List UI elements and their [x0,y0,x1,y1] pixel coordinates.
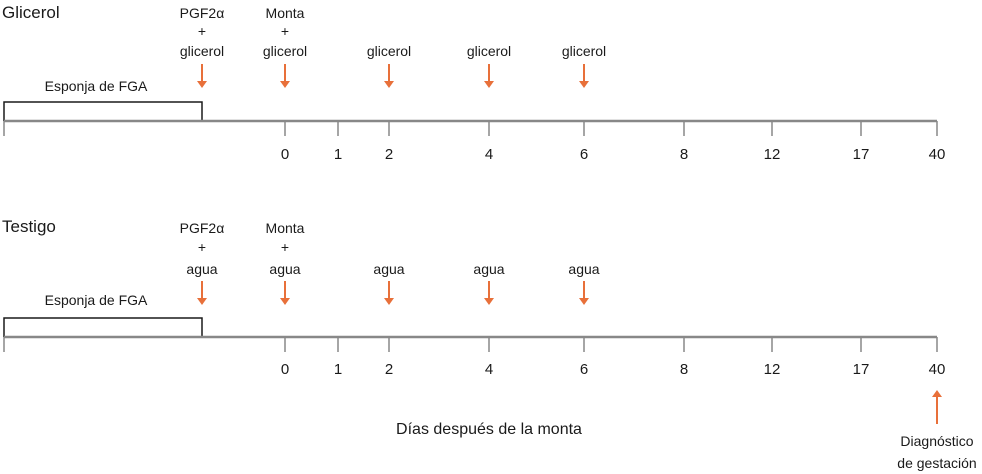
orange-down-arrow-icon [280,281,290,305]
tick-label: 4 [485,361,493,378]
tick-label: 0 [281,361,289,378]
event-label-line3: glicerol [467,43,511,59]
tick-label: 1 [334,361,342,378]
tick-label: 17 [853,146,870,163]
event-label-line2: + [198,239,206,255]
event-day-6: agua [568,261,600,305]
axis-title: Días después de la monta [396,421,582,438]
event-label-line3: glicerol [367,43,411,59]
event-label-line2: + [281,23,289,39]
event-label-line1: Monta [266,220,305,236]
tick-label: 12 [764,146,781,163]
event-day-4: glicerol [467,43,511,88]
tick-labels: 0 1 2 4 6 8 12 17 40 [281,361,946,378]
event-label-line3: agua [568,261,599,277]
arrow-head [579,298,589,305]
arrow-head [579,81,589,88]
arrow-head [384,298,394,305]
event-label-line3: agua [186,261,217,277]
tick-label: 2 [385,146,393,163]
event-label-line1: PGF2α [180,5,225,21]
event-label-line3: agua [269,261,300,277]
tick-label: 40 [929,146,946,163]
sponge-label: Esponja de FGA [45,78,148,94]
event-label-line2: + [198,23,206,39]
orange-down-arrow-icon [384,281,394,305]
panel-title: Testigo [2,217,56,236]
sponge-bar [3,317,203,337]
panel-glicerol: Glicerol Esponja de FGA PGF2α + glicerol… [2,3,945,163]
diagnosis-label-line2: de gestación [897,455,976,471]
event-label-line3: agua [373,261,404,277]
orange-down-arrow-icon [484,281,494,305]
event-label-line3: glicerol [562,43,606,59]
event-monta: Monta + agua [266,220,305,305]
arrow-head [384,81,394,88]
tick-label: 0 [281,146,289,163]
panel-title: Glicerol [2,3,60,22]
event-day-4: agua [473,261,505,305]
timeline-axis [3,335,938,352]
event-label-line1: PGF2α [180,220,225,236]
tick-label: 8 [680,146,688,163]
diagnosis-label-line1: Diagnóstico [900,433,973,449]
arrow-head [484,81,494,88]
arrow-head [197,81,207,88]
event-label-line2: + [281,239,289,255]
event-pgf2a: PGF2α + agua [180,220,225,305]
timeline-axis [3,119,938,136]
arrow-head [484,298,494,305]
arrow-head [280,81,290,88]
tick-label: 8 [680,361,688,378]
orange-down-arrow-icon [384,64,394,88]
event-day-2: agua [373,261,405,305]
arrow-head [932,390,942,397]
tick-label: 12 [764,361,781,378]
arrow-head [197,298,207,305]
orange-down-arrow-icon [579,281,589,305]
tick-label: 17 [853,361,870,378]
event-label-line3: agua [473,261,504,277]
arrow-head [280,298,290,305]
tick-label: 40 [929,361,946,378]
tick-labels: 0 1 2 4 6 8 12 17 40 [281,146,946,163]
panel-testigo: Testigo Esponja de FGA PGF2α + agua Mont… [2,217,977,471]
tick-label: 4 [485,146,493,163]
event-label-line3: glicerol [180,43,224,59]
event-day-2: glicerol [367,43,411,88]
orange-down-arrow-icon [280,64,290,88]
event-monta: Monta + glicerol [263,5,307,88]
sponge-label: Esponja de FGA [45,292,148,308]
event-label-line3: glicerol [263,43,307,59]
tick-label: 6 [580,361,588,378]
event-pgf2a: PGF2α + glicerol [180,5,225,88]
orange-down-arrow-icon [484,64,494,88]
orange-up-arrow-icon [932,390,942,424]
sponge-bar [3,101,203,121]
orange-down-arrow-icon [197,64,207,88]
tick-label: 2 [385,361,393,378]
event-day-6: glicerol [562,43,606,88]
tick-label: 6 [580,146,588,163]
tick-label: 1 [334,146,342,163]
orange-down-arrow-icon [197,281,207,305]
event-label-line1: Monta [266,5,305,21]
orange-down-arrow-icon [579,64,589,88]
